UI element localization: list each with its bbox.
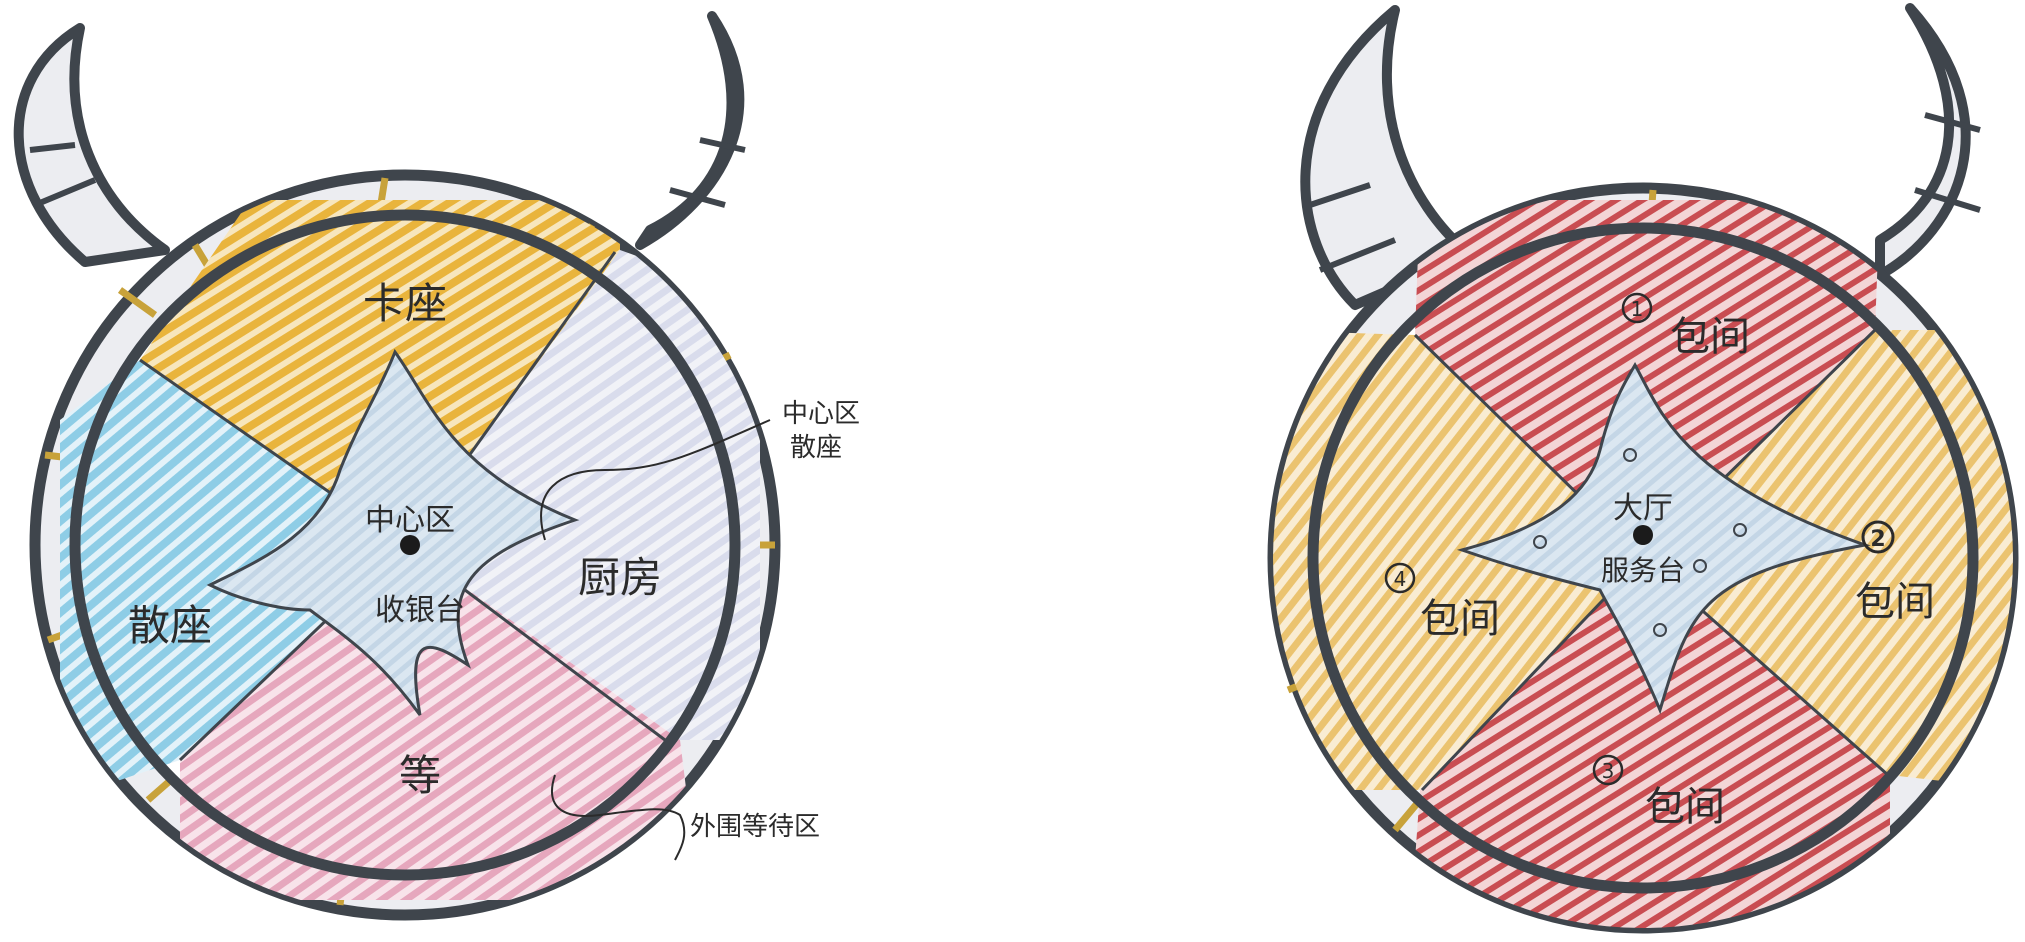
room-3-label: 包间 (1645, 784, 1725, 830)
right-horn-right (1880, 8, 1966, 275)
left-callout-upper-line2: 散座 (790, 433, 842, 463)
left-callout-lower: 外围等待区 (690, 812, 820, 842)
right-center-label: 大厅 (1613, 491, 1673, 526)
room-2-label: 包间 (1855, 579, 1935, 625)
right-center-dot (1633, 525, 1653, 545)
right-floor-plan: 大厅 服务台 1 包间 2 包间 3 包间 4 包间 (1260, 8, 2020, 930)
left-zone-left-label: 散座 (128, 601, 212, 650)
left-floor-plan: 卡座 散座 厨房 等 中心区 收银台 中心区 散座 外围等待区 (19, 16, 860, 915)
room-3-number: 3 (1602, 759, 1615, 783)
right-service-label: 服务台 (1601, 554, 1685, 587)
left-center-dot (400, 535, 420, 555)
left-zone-bottom-label: 等 (399, 751, 441, 800)
room-4-label: 包间 (1420, 596, 1500, 642)
left-callout-upper-line1: 中心区 (782, 399, 860, 429)
room-2-number: 2 (1870, 527, 1885, 552)
room-1-number: 1 (1631, 297, 1644, 321)
left-cashier-label: 收银台 (375, 593, 465, 628)
left-zone-top-label: 卡座 (363, 279, 447, 328)
left-horn-left (19, 28, 165, 262)
left-zone-right-label: 厨房 (578, 553, 662, 602)
left-center-label: 中心区 (365, 503, 455, 538)
room-4-number: 4 (1394, 567, 1407, 591)
room-1-label: 包间 (1670, 314, 1750, 360)
left-horn-right (640, 16, 739, 245)
